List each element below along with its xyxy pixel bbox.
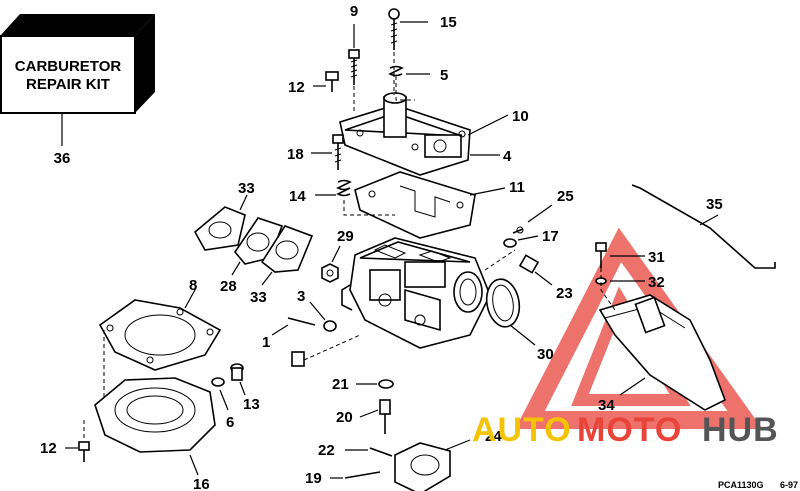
callout-17: 17 — [542, 228, 559, 245]
callout-15: 15 — [440, 14, 457, 31]
kit-label-line2: REPAIR KIT — [26, 76, 110, 93]
kit-label-line1: CARBURETOR — [15, 58, 122, 75]
callout-11: 11 — [509, 179, 525, 196]
callout-31: 31 — [648, 249, 665, 266]
o-ring-30 — [485, 278, 536, 346]
callout-6: 6 — [226, 414, 234, 431]
carburetor-body — [341, 237, 516, 349]
spring-14 — [315, 179, 395, 216]
link-rod-35 — [631, 184, 776, 269]
bracket-34 — [598, 268, 727, 411]
screw-12-bottom — [65, 420, 90, 462]
nut-29 — [321, 245, 341, 283]
gasket-8 — [98, 287, 222, 420]
callout-24: 24 — [485, 428, 502, 445]
callout-33-upper: 33 — [238, 180, 255, 197]
callout-13: 13 — [243, 396, 260, 413]
callout-10: 10 — [512, 108, 529, 125]
callout-18: 18 — [287, 146, 304, 163]
callout-9: 9 — [350, 3, 358, 20]
jet-23 — [518, 254, 553, 286]
screw-18 — [311, 134, 344, 170]
spring-5 — [388, 65, 430, 77]
callout-30: 30 — [537, 346, 554, 363]
callout-34: 34 — [598, 397, 615, 414]
callout-32: 32 — [648, 274, 665, 291]
screw-31 — [595, 242, 645, 268]
screw-9 — [348, 24, 360, 85]
drawing-date: 6-97 — [780, 480, 798, 490]
drawing-code: PCA1130G — [718, 480, 764, 490]
needle-valve — [291, 334, 361, 367]
plug-13 — [230, 363, 246, 396]
watermark-moto: MOTO — [577, 411, 682, 449]
washer-6 — [211, 377, 229, 411]
watermark-text: AUTO MOTO HUB — [472, 411, 779, 449]
callout-3: 3 — [297, 288, 305, 305]
washer-3 — [309, 301, 337, 332]
plug-17 — [503, 235, 539, 248]
callout-12-bottom: 12 — [40, 440, 57, 457]
callout-22: 22 — [318, 442, 335, 459]
callout-36: 36 — [54, 150, 71, 167]
cover-plate-10 — [339, 52, 509, 176]
gasket-33-upper — [193, 194, 248, 251]
pin-22 — [345, 447, 393, 457]
callout-19: 19 — [305, 470, 322, 487]
screw-12-top — [313, 71, 339, 92]
pin-1 — [271, 317, 316, 336]
callout-12-top: 12 — [288, 79, 305, 96]
callout-20: 20 — [336, 409, 353, 426]
callout-5: 5 — [440, 67, 448, 84]
screw-15 — [388, 8, 428, 50]
callout-29: 29 — [337, 228, 354, 245]
gasket-33-lower — [260, 225, 314, 286]
gasket-11 — [354, 171, 506, 239]
callout-35: 35 — [706, 196, 723, 213]
callout-16: 16 — [193, 476, 210, 491]
callout-25: 25 — [557, 188, 574, 205]
washer-21 — [356, 379, 394, 389]
callout-33-lower: 33 — [250, 289, 267, 306]
float-bowl-16 — [94, 377, 216, 476]
callout-21: 21 — [332, 376, 349, 393]
callout-4: 4 — [503, 148, 512, 165]
fitting-20 — [359, 399, 391, 434]
repair-kit-box: CARBURETOR REPAIR KIT — [0, 14, 155, 146]
callout-labels: 36 9 15 5 12 10 4 18 11 14 33 25 17 29 3… — [40, 3, 723, 491]
callout-8: 8 — [189, 277, 197, 294]
plug-25 — [512, 204, 553, 234]
callout-28: 28 — [220, 278, 237, 295]
callout-1: 1 — [262, 334, 270, 351]
watermark-hub: HUB — [702, 411, 779, 449]
callout-14: 14 — [289, 188, 306, 205]
watermark-auto: AUTO — [472, 411, 572, 449]
pin-19 — [330, 471, 381, 479]
float-24 — [394, 439, 471, 491]
callout-23: 23 — [556, 285, 573, 302]
